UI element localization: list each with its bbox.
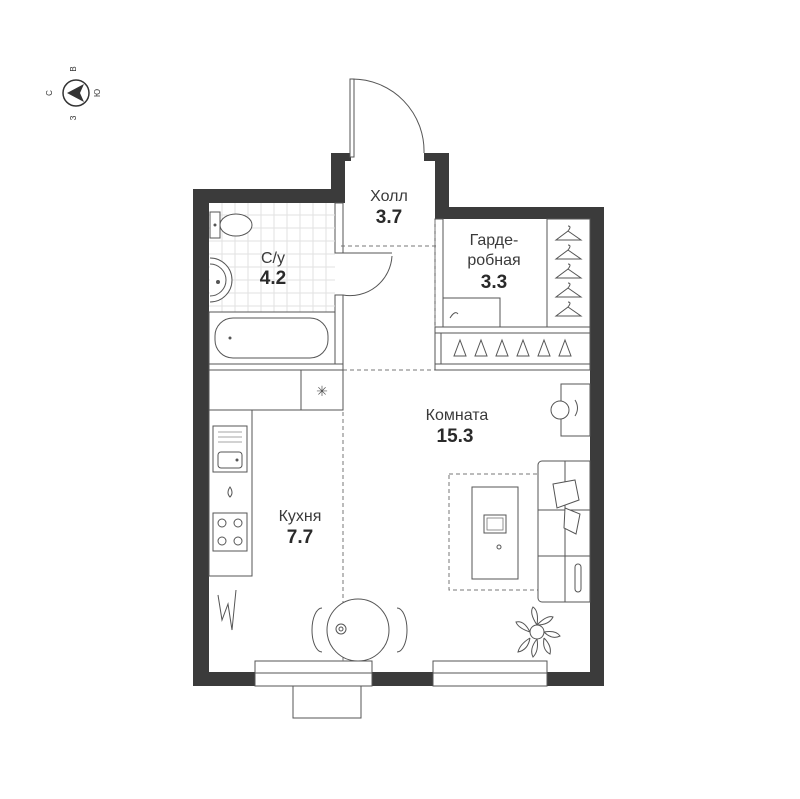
room-labels: Холл 3.7 С/у 4.2 Гарде- робная 3.3 Комна… (260, 188, 521, 548)
bathroom-name: С/у (261, 250, 285, 267)
wardrobe-rack (546, 218, 591, 328)
laptop-icon (483, 514, 507, 550)
fridge (300, 369, 344, 411)
sofa-icon (537, 460, 591, 603)
stove-icon (212, 512, 248, 552)
room-closet (440, 332, 591, 365)
wardrobe (440, 218, 591, 365)
wardrobe-area: 3.3 (481, 272, 507, 293)
inner-walls (208, 202, 591, 371)
bathroom-area: 4.2 (260, 268, 286, 289)
living-room-name: Комната (426, 407, 489, 424)
bathtub-icon (208, 311, 336, 365)
gas-drop-icon (227, 486, 233, 498)
bathroom (208, 203, 336, 365)
hall-area: 3.7 (376, 207, 402, 228)
compass-west-label: З (69, 115, 78, 120)
compass: С В Ю З (45, 66, 102, 120)
wardrobe-name-line2: робная (467, 252, 520, 269)
compass-east-label: В (69, 66, 78, 71)
compass-south-label: Ю (93, 89, 102, 97)
hall-name: Холл (370, 188, 408, 205)
kitchen-area: 7.7 (287, 527, 313, 548)
sink-icon (209, 257, 233, 303)
living-room-furniture (448, 383, 591, 658)
dining-table (311, 598, 408, 662)
outer-walls (193, 153, 604, 686)
wardrobe-shelf (442, 297, 501, 328)
living-room-area: 15.3 (437, 426, 474, 447)
desk-with-lamp (550, 383, 591, 437)
compass-arrow-icon (67, 84, 84, 102)
bathroom-door (342, 252, 393, 297)
heater-icon (217, 589, 237, 631)
toilet-icon (209, 211, 253, 239)
plant-icon (515, 606, 561, 658)
hanger-icons (554, 225, 583, 317)
compass-north-label: С (45, 90, 54, 96)
wardrobe-name-line1: Гарде- (470, 232, 519, 249)
kitchen-sink-icon (212, 425, 248, 473)
entrance-door (349, 78, 425, 158)
closet-hanger-icons (453, 338, 572, 357)
kitchen-name: Кухня (279, 508, 322, 525)
windows (254, 660, 548, 719)
kitchen: ✳ (208, 369, 344, 631)
zone-lines (341, 220, 436, 662)
fridge-snowflake-icon: ✳ (316, 384, 328, 400)
balcony (292, 685, 362, 719)
compass-ring (62, 79, 90, 107)
